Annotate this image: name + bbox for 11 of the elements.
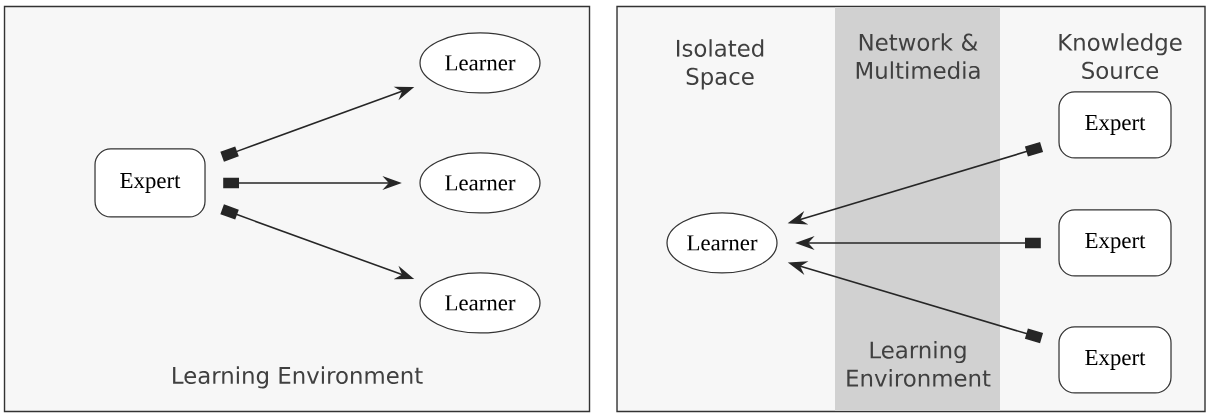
ellipse-node: Learner <box>419 152 541 214</box>
column-heading: Isolated Space <box>677 39 764 90</box>
ellipse-node: Learner <box>666 212 778 274</box>
column-heading: Learning Environment <box>847 340 991 387</box>
rounded-box: Expert <box>1058 326 1172 394</box>
rounded-box: Expert <box>1058 91 1172 159</box>
ellipse-node: Learner <box>419 272 541 334</box>
column-heading: Network & Multimedia <box>856 33 980 79</box>
rounded-box: Expert <box>1058 209 1172 277</box>
ellipse-node: Learner <box>419 32 541 94</box>
rounded-box: Expert <box>94 148 206 218</box>
